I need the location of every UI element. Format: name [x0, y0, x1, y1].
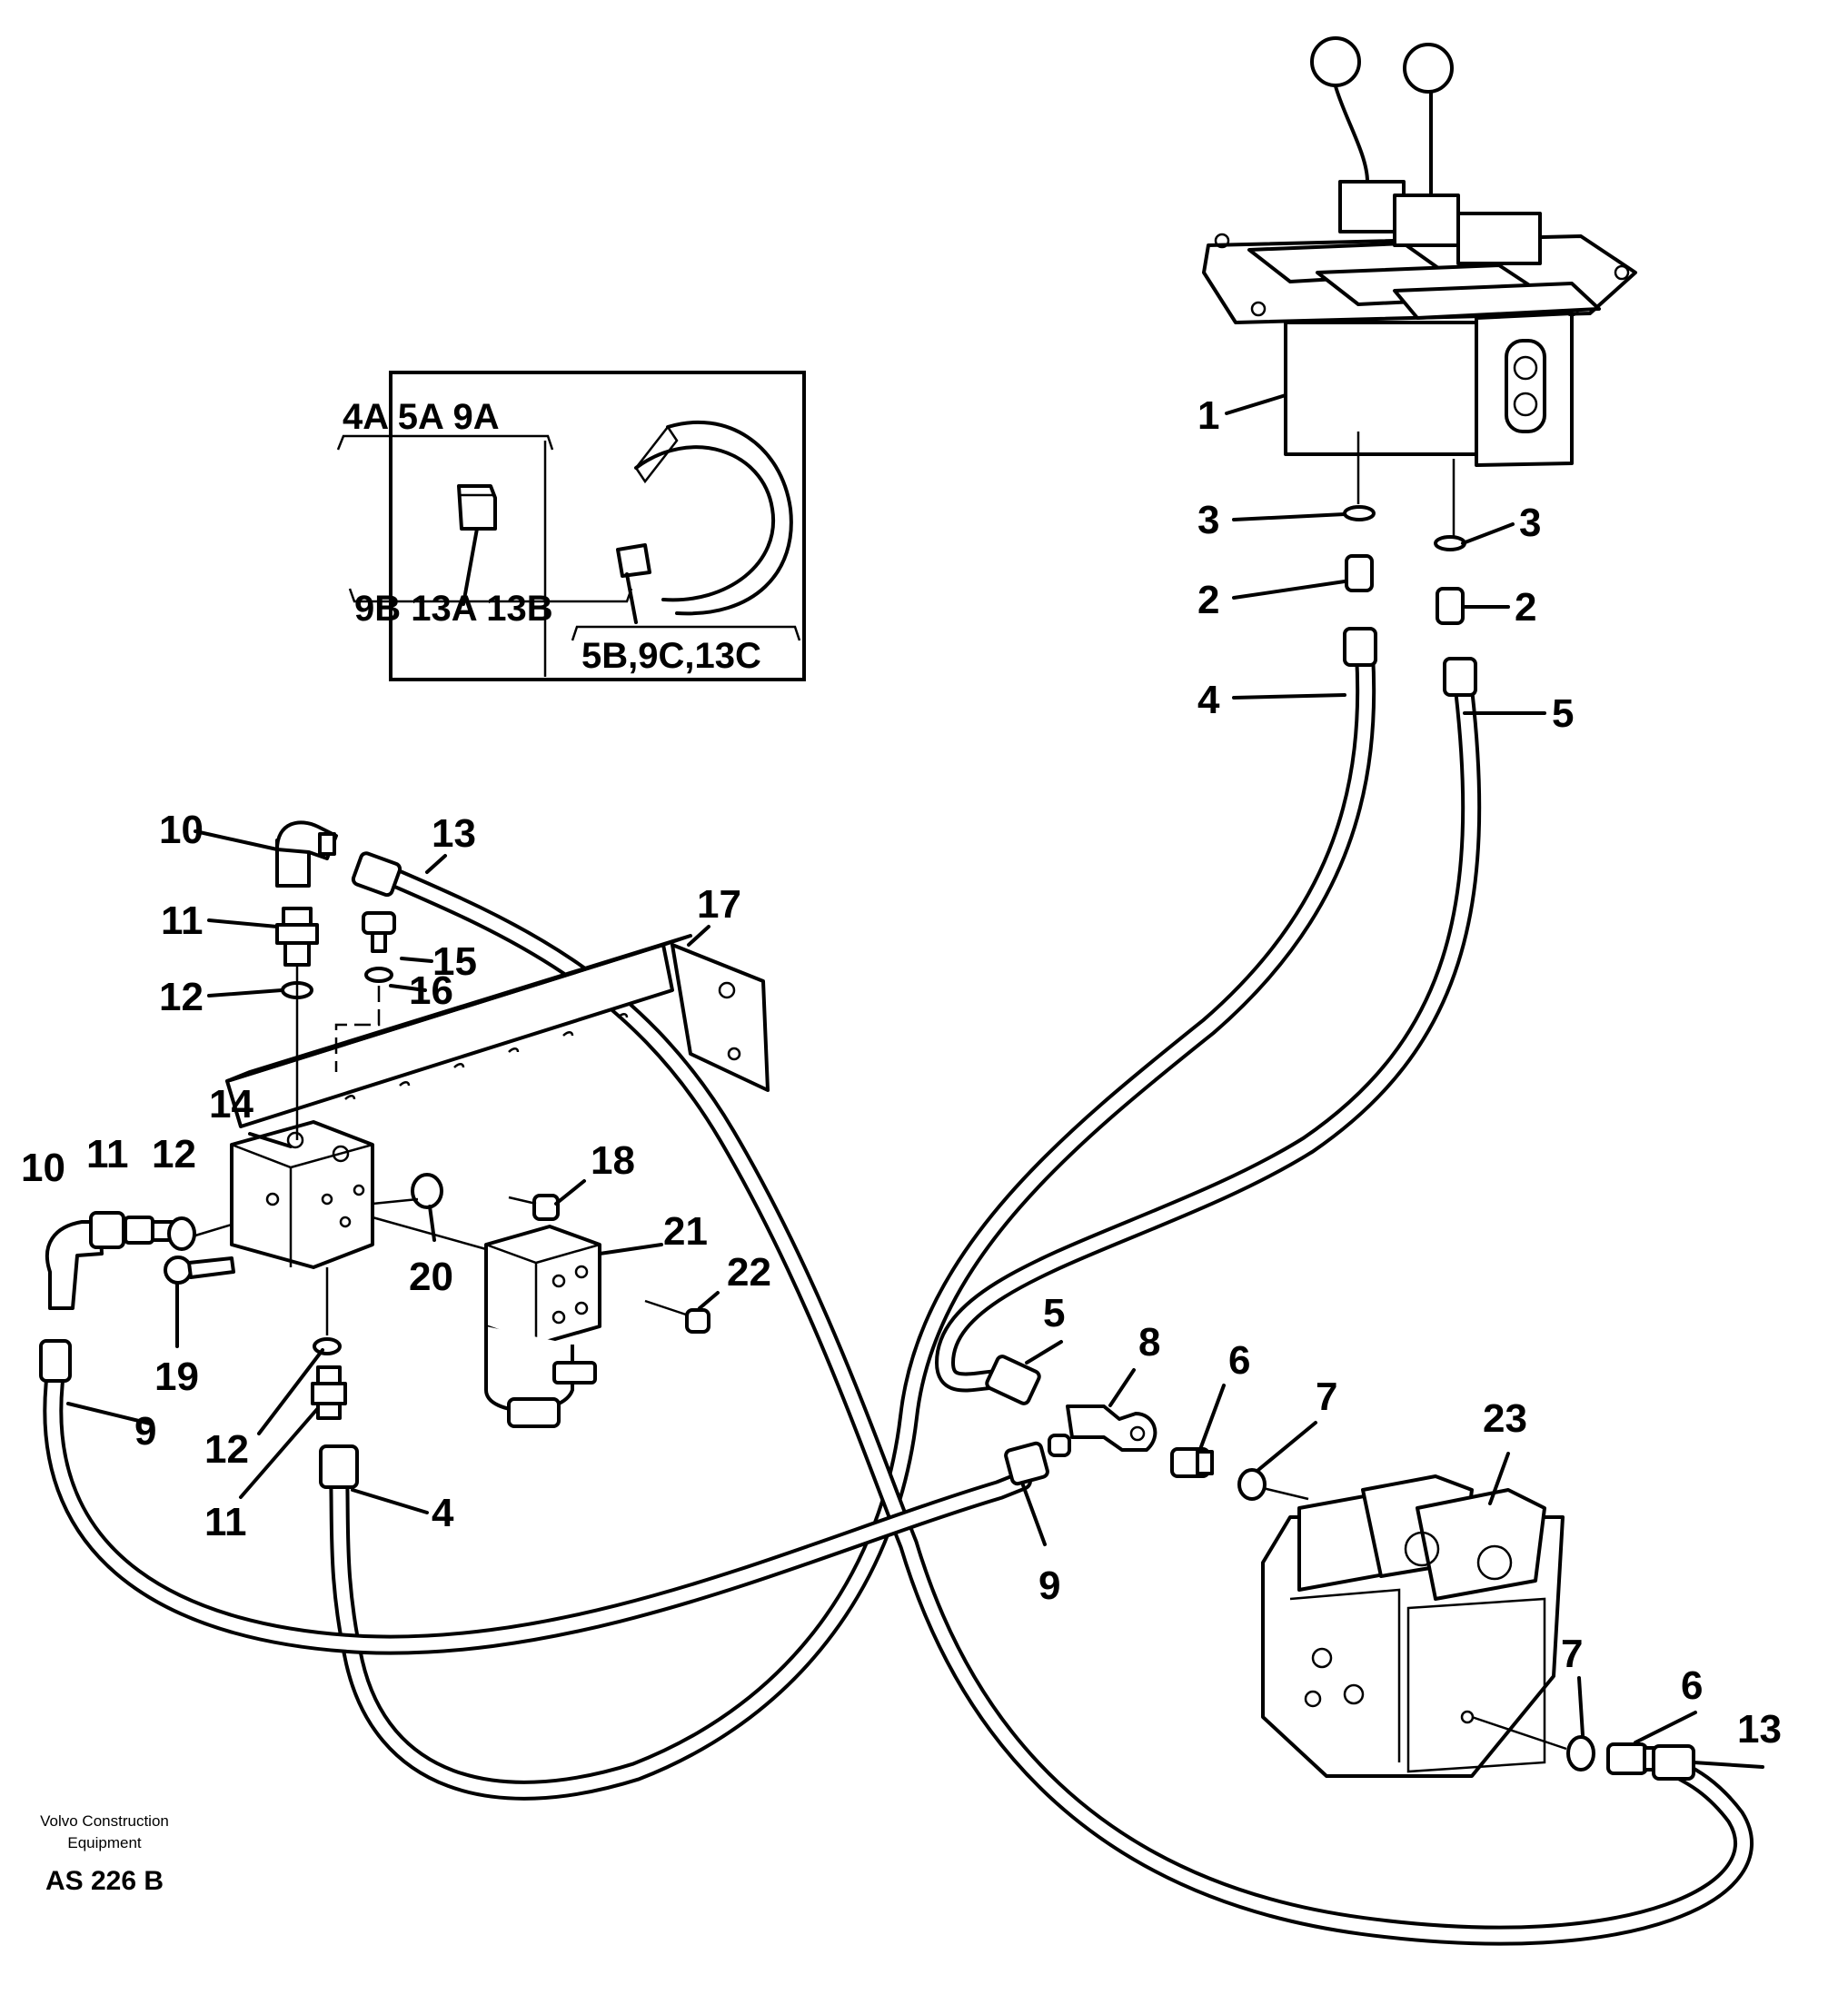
label-1: 1 [1197, 393, 1219, 438]
fittings-right [985, 1355, 1695, 1781]
fittings-left [39, 820, 710, 1489]
control-valve [1261, 1474, 1565, 1778]
company-name-line1: Volvo Construction [40, 1812, 169, 1830]
inset-label-bottom-right: 5B,9C,13C [581, 636, 761, 676]
label-22: 22 [727, 1250, 771, 1295]
footer: Volvo Construction Equipment AS 226 B [40, 1812, 169, 1896]
label-17: 17 [697, 882, 741, 927]
leader-lines [66, 393, 1764, 1769]
label-19: 19 [154, 1355, 199, 1399]
label-12: 12 [159, 975, 204, 1019]
drawing-code: AS 226 B [45, 1866, 164, 1896]
label-5: 5 [1043, 1291, 1065, 1335]
label-10: 10 [159, 808, 204, 852]
label-11: 11 [204, 1500, 247, 1544]
label-3: 3 [1197, 498, 1219, 542]
label-5: 5 [1552, 691, 1574, 736]
label-6: 6 [1681, 1663, 1703, 1708]
label-18: 18 [591, 1138, 635, 1183]
label-15: 15 [432, 939, 477, 984]
label-21: 21 [663, 1209, 708, 1254]
company-name-line2: Equipment [67, 1834, 142, 1851]
label-11: 11 [161, 898, 204, 943]
label-20: 20 [409, 1255, 453, 1299]
label-6: 6 [1228, 1338, 1250, 1383]
label-10: 10 [21, 1146, 65, 1190]
inset-label-bottom-left: 9B 13A 13B [354, 589, 553, 629]
label-11: 11 [86, 1132, 129, 1176]
hose-13 [372, 862, 1754, 1946]
label-9: 9 [1038, 1563, 1060, 1608]
solenoid [484, 1225, 601, 1428]
label-12: 12 [204, 1427, 249, 1472]
label-23: 23 [1483, 1396, 1527, 1441]
label-3: 3 [1519, 501, 1541, 545]
inset-label-top: 4A 5A 9A [343, 397, 500, 437]
bracket [225, 934, 770, 1128]
hose-9 [43, 1371, 1032, 1655]
label-12: 12 [152, 1132, 196, 1176]
hose-4 [329, 644, 1376, 1801]
label-9: 9 [134, 1409, 156, 1454]
label-2: 2 [1515, 585, 1536, 630]
label-13: 13 [432, 811, 476, 856]
inset-labels: 4A 5A 9A 9B 13A 13B 5B,9C,13C [343, 397, 761, 676]
label-4: 4 [432, 1491, 454, 1535]
inset-detail [336, 371, 806, 681]
pilot-control-valve [1202, 36, 1637, 536]
hose-5 [934, 671, 1482, 1393]
callout-labels: 1 3 3 2 2 4 5 10 13 11 17 15 12 16 14 10… [21, 393, 1782, 1752]
label-14: 14 [209, 1082, 253, 1127]
label-7: 7 [1561, 1632, 1583, 1676]
label-4: 4 [1197, 678, 1220, 722]
fittings-upper [1343, 505, 1477, 697]
valve-block [230, 1120, 374, 1269]
label-2: 2 [1197, 578, 1219, 622]
label-7: 7 [1316, 1375, 1337, 1419]
label-13: 13 [1737, 1707, 1782, 1752]
label-16: 16 [409, 968, 453, 1013]
label-8: 8 [1138, 1320, 1160, 1365]
